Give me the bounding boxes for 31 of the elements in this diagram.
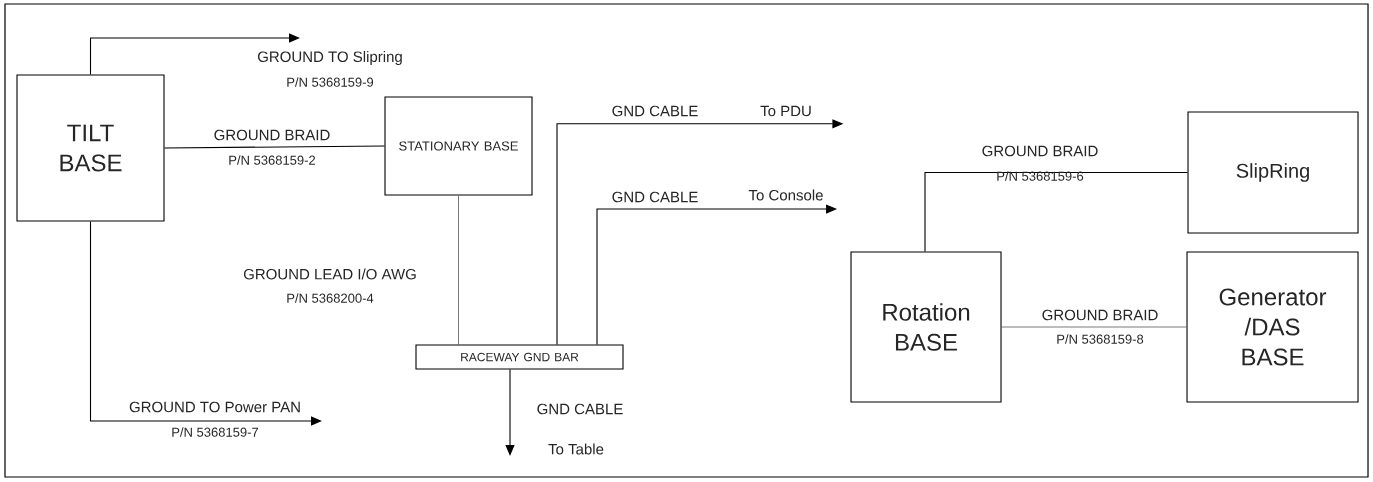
edge-label: GROUND BRAID [982,145,1098,157]
part-number-label: P/N 5368159-8 [1057,334,1144,344]
edge-label: GROUND BRAID [1042,309,1158,321]
cable-line [924,171,1188,252]
cable-line [89,33,300,75]
edge-label: GND CABLE [537,403,623,415]
component-box: SlipRing [1187,111,1359,234]
component-box: STATIONARY BASE [384,96,533,196]
component-box: Generator /DAS BASE [1186,251,1359,403]
component-box: TILT BASE [16,74,165,222]
part-number-label: P/N 5368200-4 [287,293,374,303]
component-box: RACEWAY GND BAR [415,344,624,370]
destination-label: To Console [748,189,823,201]
edge-label: GROUND LEAD I/O AWG [243,268,416,280]
cable-line [89,221,322,426]
edge-label: GND CABLE [612,105,698,117]
destination-label: To PDU [760,105,811,117]
edge-label: GROUND TO Slipring [257,51,402,65]
cable-line [505,369,515,456]
part-number-label: P/N 5368159-2 [229,155,316,165]
cable-line [164,145,385,149]
edge-label: GND CABLE [612,191,698,203]
cable-line [458,195,459,345]
edge-label: GROUND TO Power PAN [129,401,300,413]
part-number-label: P/N 5368159-7 [172,427,259,437]
component-box: Rotation BASE [850,251,1002,403]
destination-label: To Table [548,443,604,455]
cable-line [1001,326,1187,328]
part-number-label: P/N 5368159-9 [287,77,374,87]
edge-label: GROUND BRAID [214,129,330,141]
part-number-label: P/N 5368159-6 [997,171,1084,181]
